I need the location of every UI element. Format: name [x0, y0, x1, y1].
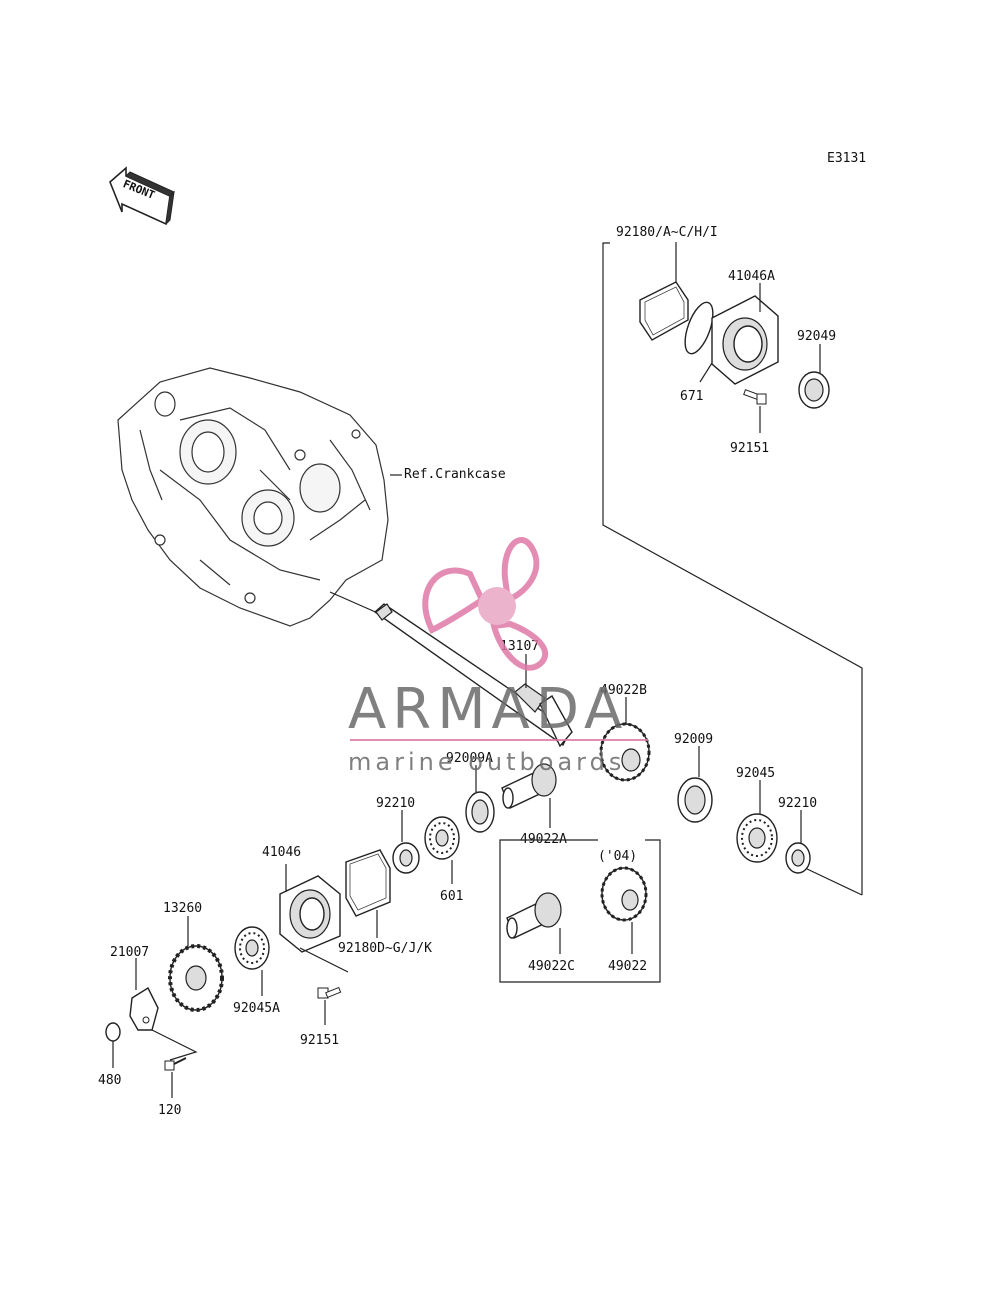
label-601: 601 — [440, 889, 463, 904]
label-671: 671 — [680, 389, 703, 404]
label-41046a: 41046A — [728, 269, 775, 284]
label-480: 480 — [98, 1073, 121, 1088]
watermark-tagline: marine outboards — [348, 748, 625, 776]
armada-watermark: ARMADA marine outboards — [348, 537, 648, 776]
group-bracket-right — [602, 242, 863, 895]
housing-41046a — [711, 295, 779, 385]
pinion-49022c — [506, 892, 562, 939]
year-variant-box — [499, 839, 661, 983]
label-49022c: 49022C — [528, 959, 575, 974]
bearing-cup-92009a — [465, 791, 495, 833]
housing-41046 — [279, 875, 341, 953]
screw-120 — [164, 1057, 187, 1071]
label-92210-right: 92210 — [778, 796, 817, 811]
label-92049: 92049 — [797, 329, 836, 344]
bearing-cup-92009 — [677, 777, 713, 823]
seal-92049 — [798, 371, 830, 409]
shaft-13107 — [373, 603, 573, 748]
label-92009: 92009 — [674, 732, 713, 747]
bevel-gear-49022b — [599, 722, 651, 782]
label-crankcase: Ref.Crankcase — [404, 467, 506, 482]
front-arrow-icon: FRONT — [109, 166, 175, 226]
ring-480 — [105, 1022, 121, 1042]
label-92045a: 92045A — [233, 1001, 280, 1016]
seal-92210-left — [392, 842, 420, 874]
watermark-brand: ARMADA — [348, 677, 628, 742]
gasket-92180-top — [639, 281, 689, 341]
label-21007: 21007 — [110, 945, 149, 960]
label-92180-bottom: 92180D~G/J/K — [338, 941, 432, 956]
label-92151-bottom: 92151 — [300, 1033, 339, 1048]
label-92151-top: 92151 — [730, 441, 769, 456]
label-120: 120 — [158, 1103, 181, 1118]
o-ring-671 — [684, 301, 714, 355]
bearing-601 — [424, 816, 460, 860]
crankcase-outline — [117, 367, 389, 627]
label-13260: 13260 — [163, 901, 202, 916]
diagram-code: E3131 — [827, 151, 866, 166]
gear-13260 — [168, 944, 224, 1012]
label-92045: 92045 — [736, 766, 775, 781]
gasket-92180-bottom — [345, 849, 391, 917]
label-49022b: 49022B — [600, 683, 647, 698]
label-49022: 49022 — [608, 959, 647, 974]
bearing-92045 — [736, 813, 778, 863]
bevel-gear-49022 — [600, 866, 648, 922]
bolt-92151-bottom — [317, 986, 342, 999]
label-41046: 41046 — [262, 845, 301, 860]
label-92210-left: 92210 — [376, 796, 415, 811]
pinion-49022a — [501, 763, 557, 809]
propeller-logo-icon — [422, 537, 549, 671]
seal-92210-right — [785, 842, 811, 874]
bearing-92045a — [234, 926, 270, 970]
label-92009a: 92009A — [446, 751, 493, 766]
label-13107: 13107 — [500, 639, 539, 654]
bolt-92151-top — [743, 389, 767, 405]
year-note: ('04) — [598, 849, 637, 864]
plate-21007 — [129, 986, 159, 1031]
label-92180-top: 92180/A~C/H/I — [616, 225, 718, 240]
